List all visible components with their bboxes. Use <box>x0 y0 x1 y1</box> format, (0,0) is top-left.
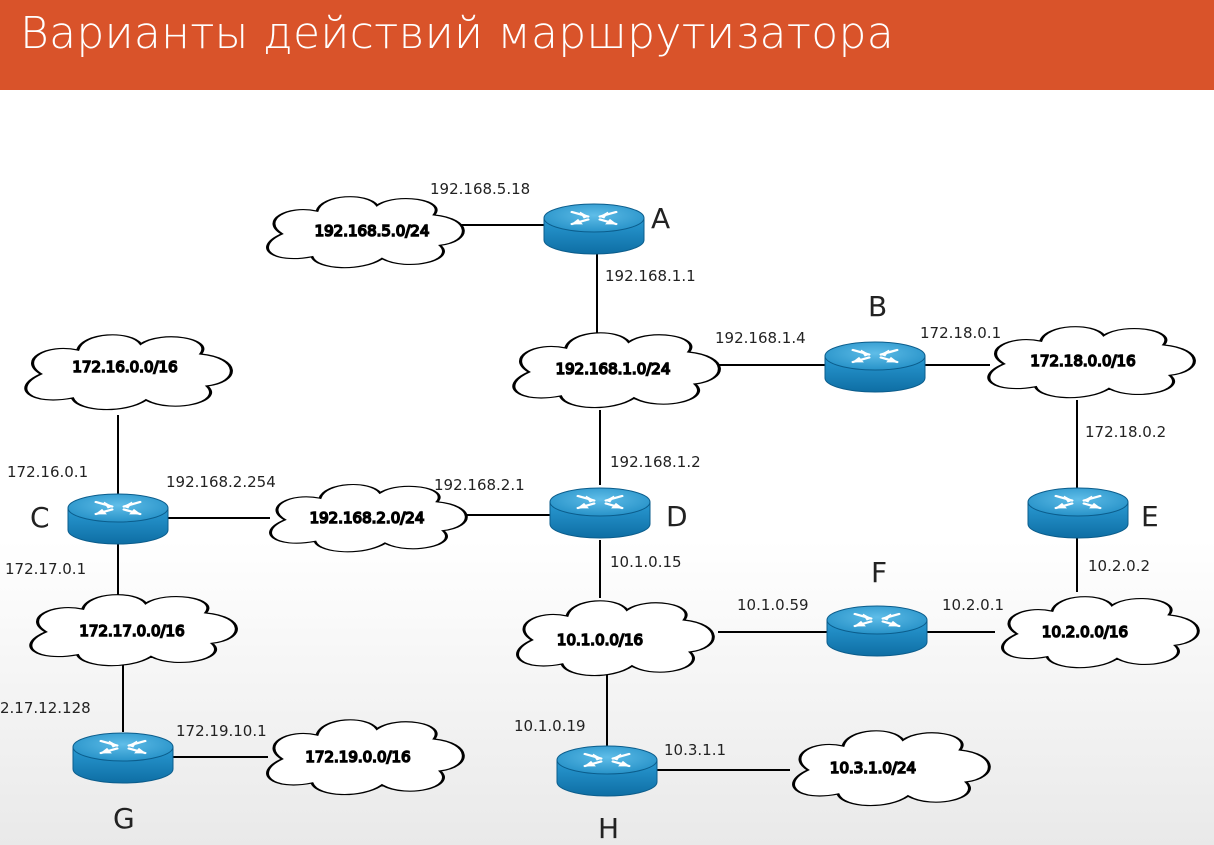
network-label: 172.19.0.0/16 <box>305 748 410 766</box>
cloud-172-17-0-0: 172.17.0.0/16 <box>31 595 237 666</box>
network-label: 10.3.1.0/24 <box>830 759 916 777</box>
interface-ip: 172.16.0.1 <box>7 463 88 481</box>
router-h <box>557 746 657 796</box>
network-label: 172.18.0.0/16 <box>1030 352 1135 370</box>
interface-ip: 172.18.0.2 <box>1085 423 1166 441</box>
cloud-192-168-1-0: 192.168.1.0/24 <box>514 333 720 408</box>
interface-ip: 192.168.1.2 <box>610 453 701 471</box>
cloud-172-18-0-0: 172.18.0.0/16 <box>989 327 1195 398</box>
interface-ip: 172.18.0.1 <box>920 324 1001 342</box>
interface-ip: 10.1.0.59 <box>737 596 809 614</box>
cloud-10-1-0-0: 10.1.0.0/16 <box>518 601 714 676</box>
router-label-d: D <box>666 500 688 533</box>
interface-ip: 192.168.1.4 <box>715 329 806 347</box>
network-label: 172.16.0.0/16 <box>72 358 177 376</box>
router-label-g: G <box>113 802 135 835</box>
interface-ip: 192.168.2.254 <box>166 473 276 491</box>
interface-ip: 192.168.2.1 <box>434 476 525 494</box>
router-c <box>68 494 168 544</box>
router-g <box>73 733 173 783</box>
router-d <box>550 488 650 538</box>
router-e <box>1028 488 1128 538</box>
interface-ip: 10.2.0.1 <box>942 596 1004 614</box>
cloud-10-2-0-0: 10.2.0.0/16 <box>1003 597 1199 668</box>
router-label-b: B <box>868 290 887 323</box>
interface-ip: 2.17.12.128 <box>0 699 91 717</box>
router-label-f: F <box>871 556 887 589</box>
links <box>117 224 1078 771</box>
network-label: 192.168.1.0/24 <box>556 360 671 378</box>
interface-ip: 10.3.1.1 <box>664 741 726 759</box>
interface-ip: 10.2.0.2 <box>1088 557 1150 575</box>
interface-ip: 192.168.5.18 <box>430 180 530 198</box>
title-bar: Варианты действий маршрутизатора <box>0 0 1214 90</box>
cloud-172-16-0-0: 172.16.0.0/16 <box>26 335 232 410</box>
network-label: 172.17.0.0/16 <box>79 622 184 640</box>
network-label: 192.168.2.0/24 <box>310 509 425 527</box>
interface-ip: 172.17.0.1 <box>5 560 86 578</box>
router-label-h: H <box>598 812 619 845</box>
network-label: 192.168.5.0/24 <box>315 222 430 240</box>
interface-ip: 192.168.1.1 <box>605 267 696 285</box>
router-label-a: A <box>651 202 670 235</box>
router-label-c: C <box>30 501 50 534</box>
cloud-192-168-2-0: 192.168.2.0/24 <box>271 485 467 552</box>
network-label: 10.2.0.0/16 <box>1042 623 1128 641</box>
router-label-e: E <box>1141 500 1159 533</box>
router-a <box>544 204 644 254</box>
slide-title: Варианты действий маршрутизатора <box>20 8 894 59</box>
interface-ip: 10.1.0.19 <box>514 717 586 735</box>
router-f <box>827 606 927 656</box>
network-label: 10.1.0.0/16 <box>557 631 643 649</box>
interface-ip: 172.19.10.1 <box>176 722 267 740</box>
cloud-192-168-5-0: 192.168.5.0/24 <box>268 197 464 268</box>
cloud-172-19-0-0: 172.19.0.0/16 <box>268 720 464 795</box>
interface-ip: 10.1.0.15 <box>610 553 682 571</box>
cloud-10-3-1-0: 10.3.1.0/24 <box>794 731 990 806</box>
router-b <box>825 342 925 392</box>
